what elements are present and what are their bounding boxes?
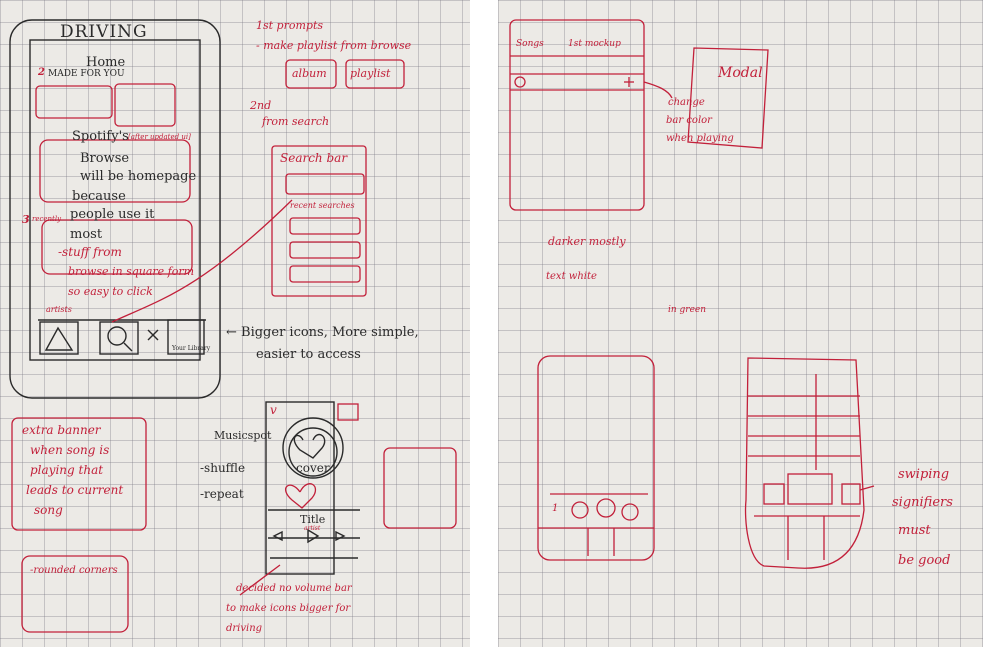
darker-note-2: text white xyxy=(546,271,597,282)
previous-icon xyxy=(272,530,283,542)
cover-circle xyxy=(282,417,344,479)
marker-1: 1 xyxy=(552,503,559,514)
repeat-label: -repeat xyxy=(200,487,244,501)
your-library-label: Your Library xyxy=(172,345,211,352)
phone-sketch-2 xyxy=(537,355,655,561)
play-icon xyxy=(307,528,320,544)
heart-red-icon xyxy=(285,483,317,509)
stuff-line-3: so easy to click xyxy=(68,285,153,298)
musicspot-label: Musicspot xyxy=(214,429,272,442)
album-button-sketch xyxy=(285,59,337,89)
marker-2: 2 xyxy=(38,67,45,78)
prompt-line-2: - make playlist from browse xyxy=(256,39,412,52)
side-sketch-box xyxy=(383,447,457,529)
banner-note-5: song xyxy=(34,503,63,517)
row-marker-circle xyxy=(514,76,526,88)
shuffle-label: -shuffle xyxy=(200,461,246,475)
spotify-label: Spotify's xyxy=(72,129,129,144)
volume-note-2: to make icons bigger for xyxy=(226,603,351,614)
phone-outline xyxy=(9,19,221,399)
right-notebook-page: Songs 1st mockup Modal change bar color … xyxy=(498,0,983,647)
banner-note-3: playing that xyxy=(30,463,104,477)
next-icon xyxy=(335,530,346,542)
player-v: v xyxy=(270,403,277,417)
banner-note-box xyxy=(11,417,147,531)
stuff-line-1: -stuff from xyxy=(58,245,122,259)
made-for-you-label: MADE FOR YOU xyxy=(48,69,125,79)
icons-note-2: easier to access xyxy=(256,347,361,362)
change-note-1: change xyxy=(668,97,705,108)
rounded-note-box xyxy=(21,555,129,633)
search-bar-sketch xyxy=(285,173,365,195)
home-label: Home xyxy=(86,55,126,70)
swiping-note-4: be good xyxy=(898,553,951,568)
modal-label: Modal xyxy=(718,65,763,81)
change-arrow xyxy=(643,81,673,99)
left-page-sketch-lines xyxy=(9,19,457,633)
search-icon xyxy=(107,326,127,346)
stuff-line-2: browse in square form xyxy=(68,265,195,278)
search-tab xyxy=(99,321,139,355)
body-line-1: Browse xyxy=(80,151,130,166)
green-note: in green xyxy=(668,305,707,315)
phone-title: DRIVING xyxy=(60,22,148,42)
search-icon-handle xyxy=(123,342,133,352)
body-line-2: will be homepage xyxy=(80,169,197,184)
search-connector-line xyxy=(111,199,293,323)
change-note-2: bar color xyxy=(666,115,712,126)
second-prompt-a: 2nd xyxy=(250,99,272,112)
banner-note-1: extra banner xyxy=(22,423,101,437)
banner-note-4: leads to current xyxy=(26,483,124,497)
volume-note-3: driving xyxy=(226,623,263,634)
modal-sketch xyxy=(687,47,769,149)
song-title-label: Title xyxy=(300,513,326,526)
change-note-3: when playing xyxy=(666,133,734,144)
album-label: album xyxy=(292,67,327,80)
corner-square xyxy=(337,403,359,421)
songs-label: Songs xyxy=(516,39,544,49)
darker-note-1: darker mostly xyxy=(548,235,626,248)
prompt-line-1: 1st prompts xyxy=(256,19,324,32)
playlist-label: playlist xyxy=(350,67,391,80)
swiping-note-1: swiping xyxy=(898,467,950,482)
recently-label: recently xyxy=(32,215,62,223)
artist-label: artist xyxy=(304,525,321,532)
swiping-note-3: must xyxy=(898,523,931,538)
playlist-button-sketch xyxy=(345,59,405,89)
mockup-phone xyxy=(509,19,645,211)
sketch-card-2 xyxy=(35,85,113,119)
right-page-sketch-lines xyxy=(509,19,875,569)
volume-note-1: decided no volume bar xyxy=(236,583,352,594)
rounded-note: -rounded corners xyxy=(30,565,118,576)
stuff-box xyxy=(41,219,193,275)
recent-searches-label: recent searches xyxy=(290,201,355,210)
cover-label: cover xyxy=(296,461,330,475)
sketch-card-1 xyxy=(114,83,176,127)
body-line-5: most xyxy=(70,227,103,242)
player-sketch-frame xyxy=(265,401,335,575)
search-bar-title: Search bar xyxy=(280,151,348,165)
home-icon xyxy=(44,326,74,351)
artists-label: artists xyxy=(46,305,72,314)
body-line-4: people use it xyxy=(70,207,155,222)
browse-box xyxy=(39,139,191,203)
body-line-3: because xyxy=(72,189,126,204)
left-notebook-page: DRIVING Home 2 MADE FOR YOU Spotify's [a… xyxy=(0,0,470,647)
heart-icon xyxy=(293,433,326,459)
icons-note-1: ← Bigger icons, More simple, xyxy=(226,325,419,340)
home-tab xyxy=(39,321,79,355)
swipe-arrow xyxy=(859,485,875,491)
first-mockup-label: 1st mockup xyxy=(568,39,621,49)
spotify-note: [after updated ui] xyxy=(128,133,191,141)
library-tab xyxy=(167,319,205,355)
second-prompt-b: from search xyxy=(262,115,330,128)
marker-3: 3 xyxy=(22,213,30,226)
swipe-card xyxy=(787,473,833,505)
swiping-note-2: signifiers xyxy=(892,495,953,510)
phone-screen xyxy=(29,39,201,361)
banner-note-2: when song is xyxy=(30,443,110,457)
volume-arrow xyxy=(239,564,281,596)
phone-sketch-3 xyxy=(744,357,865,569)
search-screen-sketch xyxy=(271,145,367,297)
